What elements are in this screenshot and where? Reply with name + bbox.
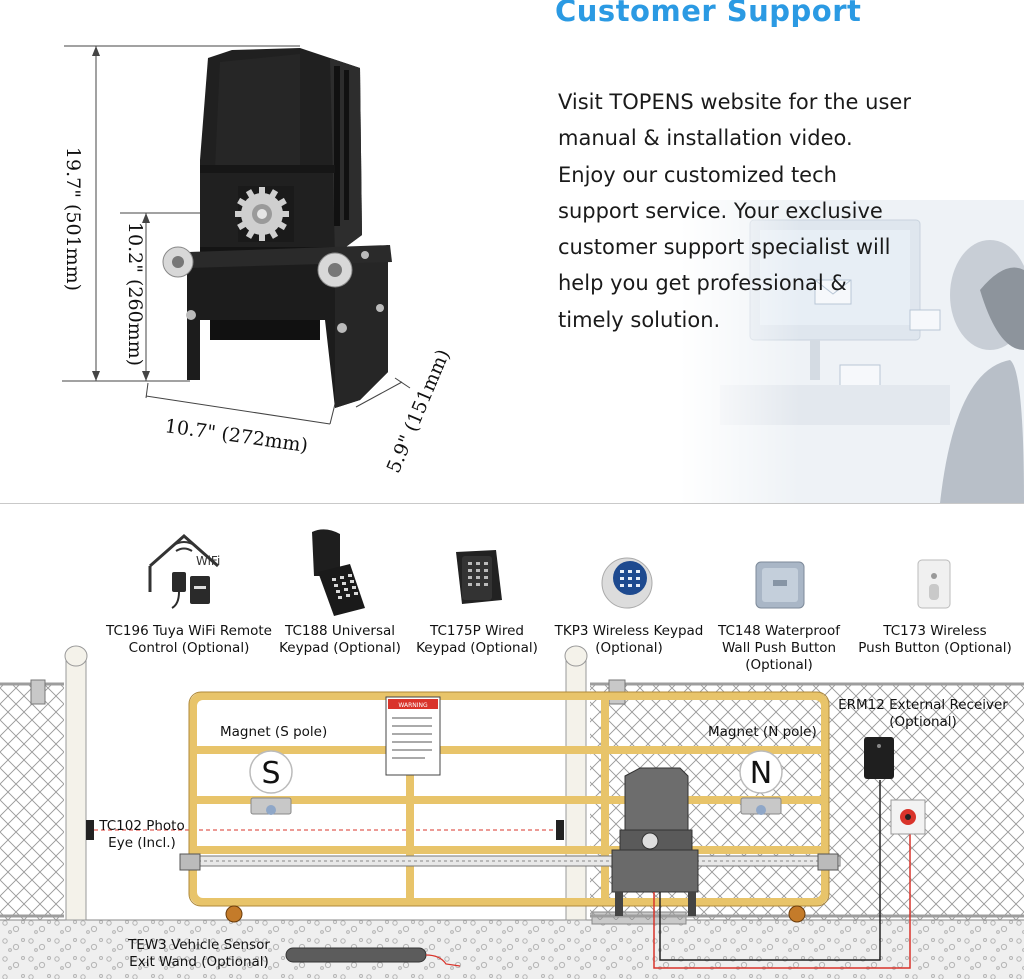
photo-eye-sensor bbox=[30, 679, 46, 705]
photo-eye-label-line: Eye (Incl.) bbox=[108, 835, 176, 851]
dimension-body-height: 10.2" (260mm) bbox=[124, 221, 146, 367]
wifi-badge: WiFi bbox=[196, 554, 220, 568]
support-line: customer support specialist will bbox=[558, 235, 891, 260]
accessory-label-tc188: TC188 Universal Keypad (Optional) bbox=[275, 623, 405, 657]
accessory-label-line: TC175P Wired bbox=[429, 623, 524, 639]
gate-opener-product-image bbox=[62, 45, 411, 425]
support-line: support service. Your exclusive bbox=[558, 198, 883, 223]
support-line: timely solution. bbox=[558, 307, 721, 332]
accessory-label-line: TC173 Wireless bbox=[883, 623, 987, 639]
wall-push-button-icon bbox=[755, 561, 805, 609]
magnet-n-label: Magnet (N pole) bbox=[708, 724, 817, 740]
accessory-label-line: Wall Push Button bbox=[721, 640, 837, 656]
accessory-label-line: TC148 Waterproof bbox=[718, 623, 840, 639]
power-outlet-icon bbox=[890, 799, 926, 835]
support-line: Visit TOPENS website for the user bbox=[558, 90, 911, 114]
accessory-label-line: TC188 Universal bbox=[284, 623, 396, 639]
right-gate-post bbox=[564, 645, 588, 921]
warning-sign-text: WARNING bbox=[398, 702, 428, 709]
support-line: manual & installation video. bbox=[558, 126, 853, 151]
magnet-n-icon bbox=[739, 750, 783, 815]
magnet-n-letter: N bbox=[750, 756, 772, 791]
left-fence bbox=[0, 684, 64, 920]
accessory-label-tc175p: TC175P Wired Keypad (Optional) bbox=[412, 623, 542, 657]
dimension-total-height: 19.7" (501mm) bbox=[62, 146, 84, 292]
accessory-label-tc173: TC173 Wireless Push Button (Optional) bbox=[855, 623, 1015, 657]
accessory-label-tc148: TC148 Waterproof Wall Push Button (Optio… bbox=[714, 623, 844, 674]
erm12-label: ERM12 External Receiver (Optional) bbox=[838, 697, 1008, 731]
left-gate-post bbox=[64, 645, 88, 921]
magnet-s-icon bbox=[249, 750, 293, 815]
accessory-label-line: Keypad (Optional) bbox=[416, 640, 538, 656]
accessory-label-tc196: TC196 Tuya WiFi Remote Control (Optional… bbox=[104, 623, 274, 657]
office-background-image bbox=[680, 200, 1024, 503]
magnet-s-label: Magnet (S pole) bbox=[220, 724, 328, 740]
wired-keypad-icon bbox=[456, 550, 502, 604]
sliding-gate bbox=[189, 692, 829, 906]
universal-keypad-icon bbox=[312, 529, 365, 616]
erm12-label-line: ERM12 External Receiver bbox=[838, 697, 1008, 713]
accessory-label-line: Keypad (Optional) bbox=[279, 640, 401, 656]
warning-sign bbox=[385, 696, 441, 776]
customer-support-text: Visit TOPENS website for the user manual… bbox=[558, 84, 978, 338]
wireless-push-button-icon bbox=[917, 559, 951, 609]
exit-wand-label-line: Exit Wand (Optional) bbox=[129, 954, 269, 970]
accessory-label-line: Control (Optional) bbox=[128, 640, 250, 656]
wireless-keypad-icon bbox=[601, 557, 653, 609]
exit-wand-label: TEW3 Vehicle Sensor Exit Wand (Optional) bbox=[124, 937, 274, 971]
support-line: help you get professional & bbox=[558, 271, 847, 296]
exit-wand-label-line: TEW3 Vehicle Sensor bbox=[128, 937, 270, 953]
gate-opener-unit bbox=[611, 767, 699, 916]
erm12-label-line: (Optional) bbox=[889, 714, 957, 730]
ground bbox=[0, 920, 1024, 979]
installation-diagram: WiFi bbox=[0, 529, 1024, 979]
accessory-label-tkp3: TKP3 Wireless Keypad (Optional) bbox=[549, 623, 709, 657]
wifi-house-icon bbox=[148, 533, 219, 609]
accessory-label-line: Push Button (Optional) bbox=[858, 640, 1012, 656]
exit-wand-icon bbox=[285, 947, 461, 967]
photo-eye-label: TC102 Photo Eye (Incl.) bbox=[96, 818, 188, 852]
accessory-label-line: TKP3 Wireless Keypad bbox=[554, 623, 704, 639]
magnet-s-letter: S bbox=[261, 756, 280, 791]
support-line: Enjoy our customized tech bbox=[558, 162, 837, 187]
accessory-label-line: (Optional) bbox=[595, 640, 663, 656]
accessory-label-line: TC196 Tuya WiFi Remote bbox=[106, 623, 272, 639]
photo-eye-label-line: TC102 Photo bbox=[99, 818, 185, 834]
section-divider bbox=[0, 503, 1024, 504]
erm12-receiver-icon bbox=[864, 737, 894, 779]
product-dimensions-section: Customer Support Visit TOPENS website fo… bbox=[62, 0, 1024, 503]
customer-support-title: Customer Support bbox=[555, 0, 862, 28]
accessory-label-line: (Optional) bbox=[745, 657, 813, 673]
